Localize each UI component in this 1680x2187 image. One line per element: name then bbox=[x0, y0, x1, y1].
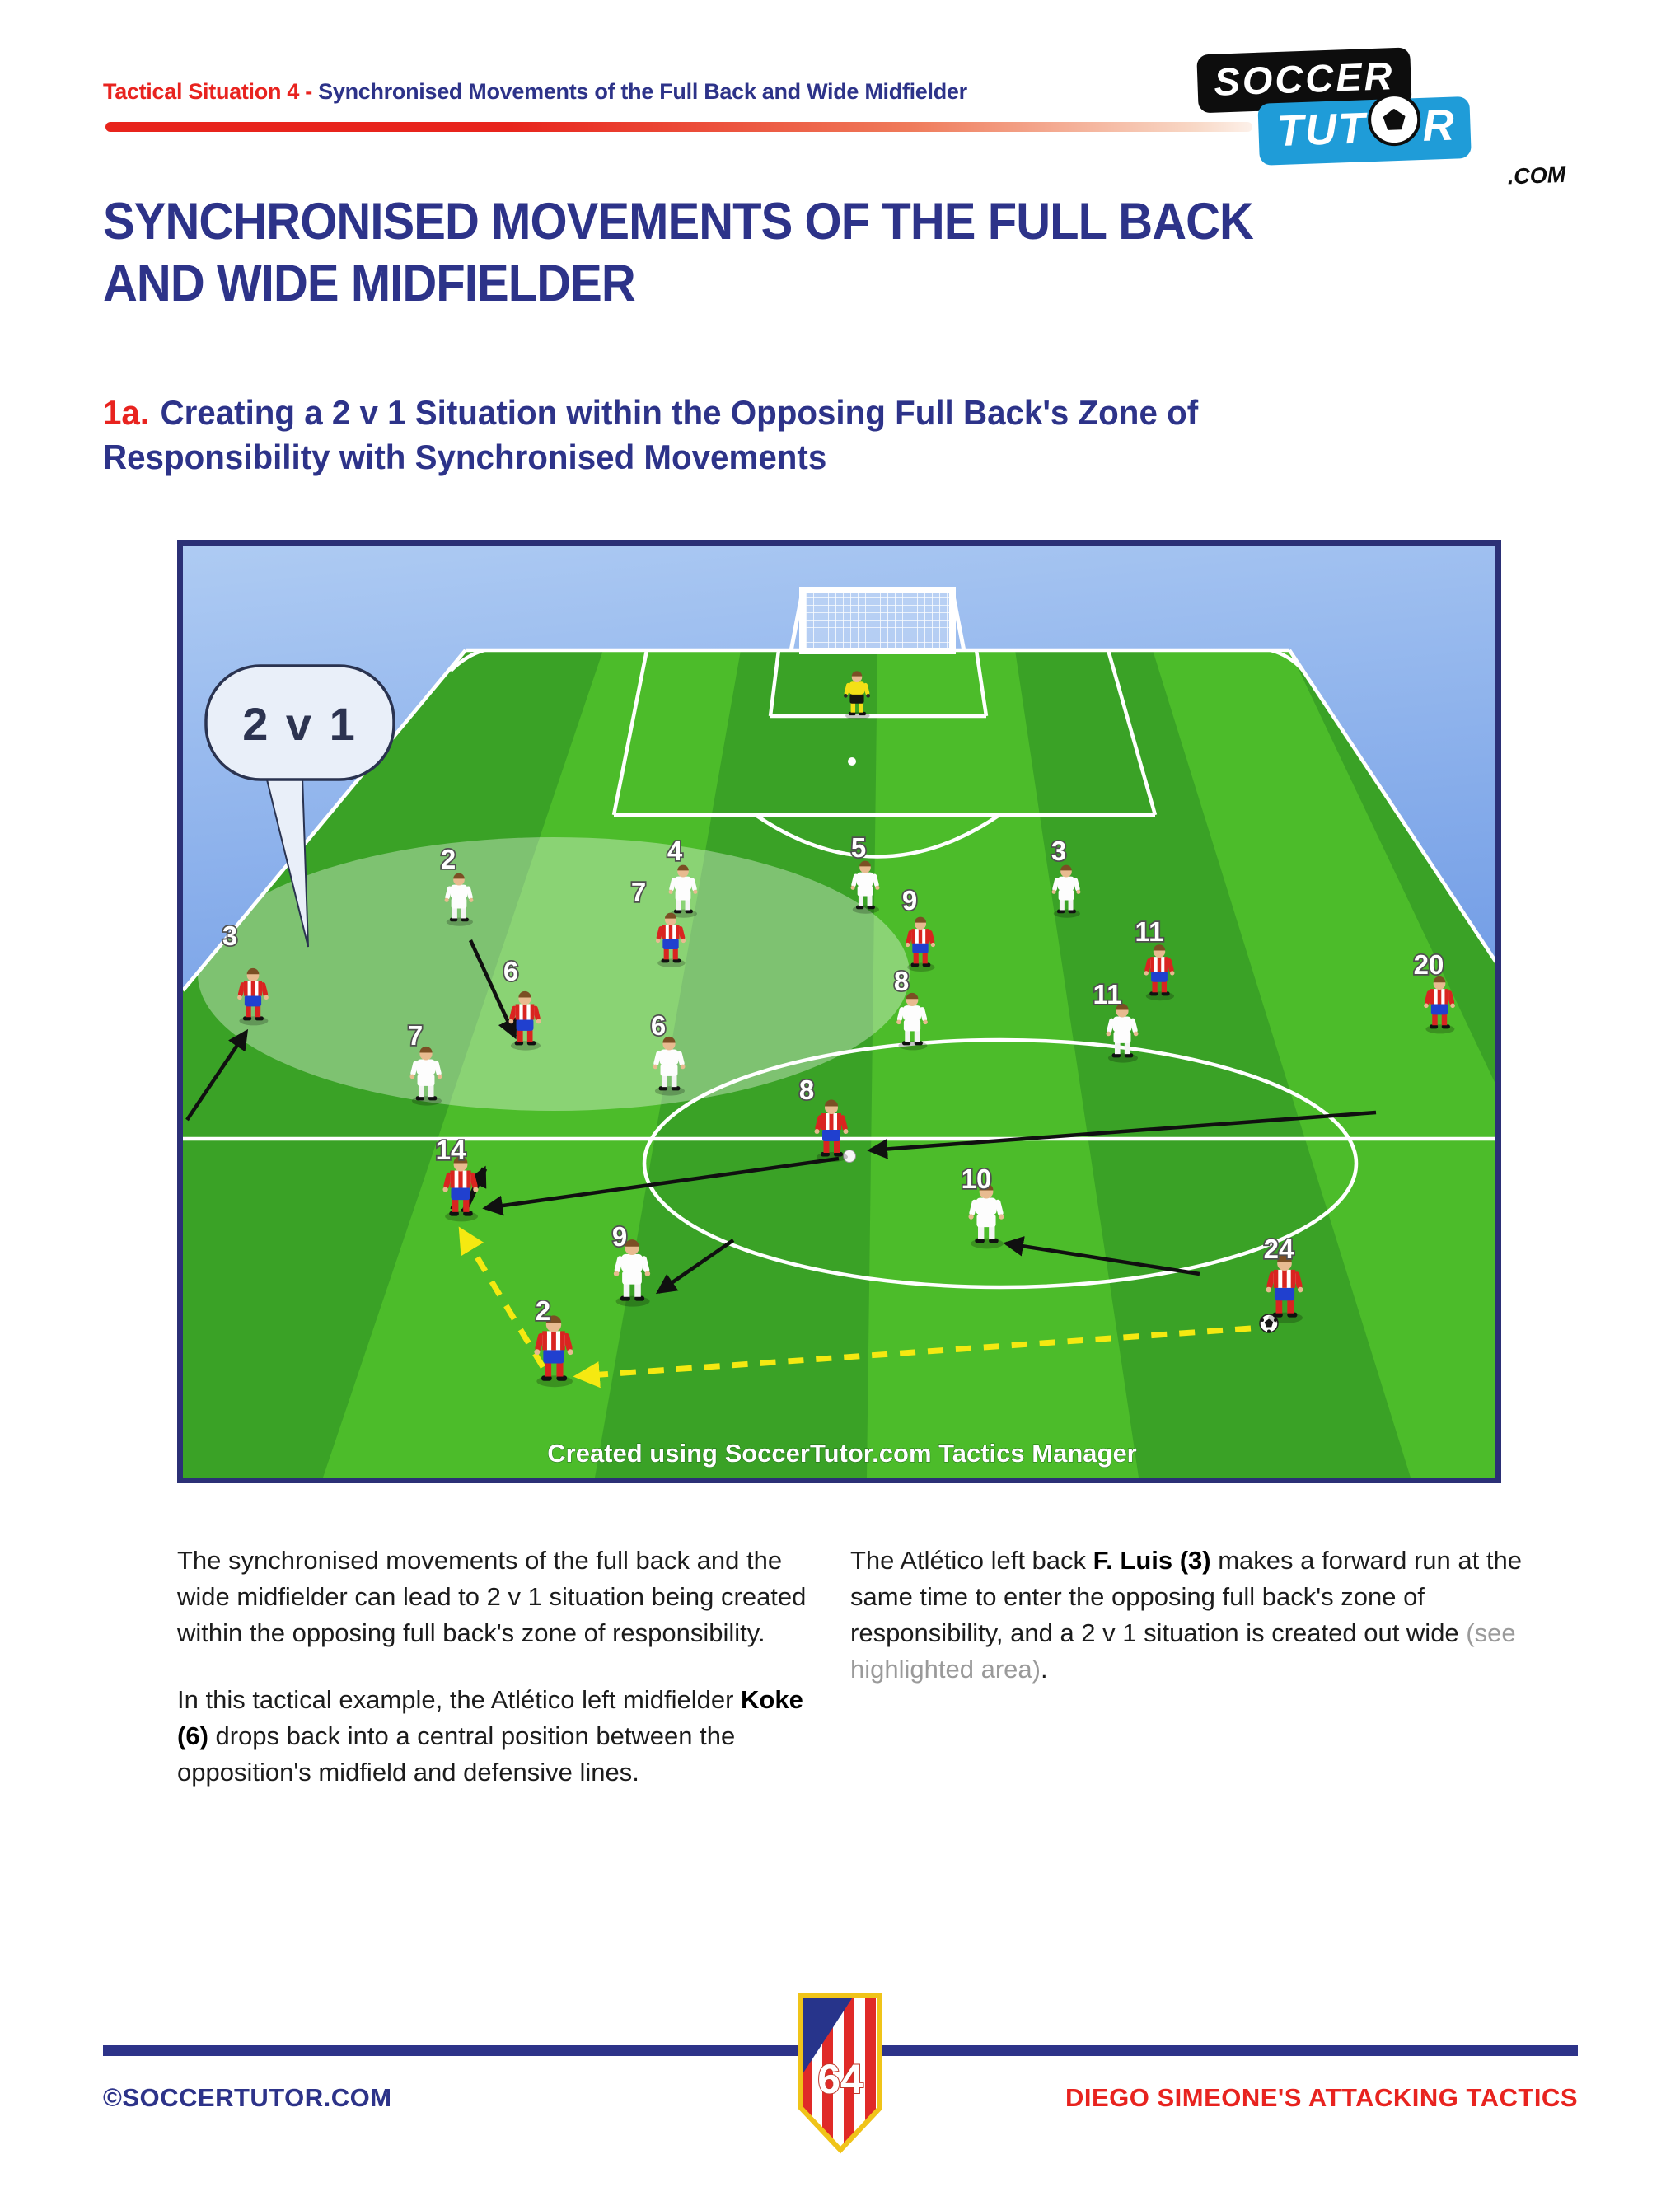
p3-text2: makes a forward run at the same time to … bbox=[850, 1546, 1522, 1647]
number-red-6: 6 bbox=[503, 956, 518, 986]
breadcrumb: Tactical Situation 4 - Synchronised Move… bbox=[103, 79, 967, 105]
2v1-callout: 2 v 1 bbox=[204, 664, 395, 948]
number-red-8: 8 bbox=[799, 1075, 814, 1105]
koke-drop-arrow bbox=[468, 939, 517, 1040]
text-column-left: The synchronised movements of the full b… bbox=[177, 1543, 813, 1791]
number-white-2: 2 bbox=[441, 844, 456, 874]
corner-arc-right bbox=[1270, 648, 1304, 672]
p3-period: . bbox=[1040, 1655, 1048, 1684]
p2-text: In this tactical example, the Atlético l… bbox=[177, 1685, 742, 1714]
page-number: 64 bbox=[817, 2056, 863, 2102]
player-numbers: 2 4 5 3 7 9 3 6 7 6 8 11 11 20 8 10 14 9… bbox=[221, 831, 1445, 1328]
number-white-3: 3 bbox=[1051, 836, 1066, 866]
kicker-chapter: Tactical Situation 4 - bbox=[103, 79, 319, 104]
number-red-14: 14 bbox=[436, 1135, 466, 1165]
number-white-5: 5 bbox=[851, 832, 866, 863]
pitch-svg: 2 v 1 bbox=[183, 546, 1495, 1478]
centre-circle bbox=[642, 1037, 1359, 1290]
footer-book-title: DIEGO SIMEONE'S ATTACKING TACTICS bbox=[1065, 2083, 1578, 2112]
logo-tutor-chip: TUT R bbox=[1257, 91, 1472, 166]
logo-r: R bbox=[1421, 101, 1457, 151]
pass-arrow-24-to-2 bbox=[573, 1325, 1252, 1389]
number-red-24: 24 bbox=[1264, 1234, 1294, 1264]
highlighted-zone bbox=[198, 837, 910, 1111]
paragraph-3: The Atlético left back F. Luis (3) makes… bbox=[850, 1543, 1522, 1688]
subtitle-line1: 1a. Creating a 2 v 1 Situation within the… bbox=[103, 391, 1487, 435]
logo-tut: TUT bbox=[1275, 104, 1368, 157]
section-subtitle: 1a. Creating a 2 v 1 Situation within the… bbox=[103, 391, 1487, 480]
p3-fluis: F. Luis (3) bbox=[1093, 1546, 1211, 1575]
number-white-6: 6 bbox=[651, 1010, 666, 1041]
tactics-diagram: 2 v 1 bbox=[177, 540, 1501, 1483]
page-title-line1: SYNCHRONISED MOVEMENTS OF THE FULL BACK bbox=[103, 193, 1254, 251]
goal bbox=[789, 587, 966, 654]
p2-koke: Koke (6) bbox=[177, 1685, 803, 1750]
p3-text: The Atlético left back bbox=[850, 1546, 1093, 1575]
number-red-9: 9 bbox=[902, 885, 917, 916]
number-red-20: 20 bbox=[1414, 949, 1444, 980]
soccer-ball-icon bbox=[1367, 91, 1422, 147]
fluis-run-arrow bbox=[185, 1028, 249, 1122]
number-white-4: 4 bbox=[667, 836, 683, 866]
paragraph-1: The synchronised movements of the full b… bbox=[177, 1546, 807, 1647]
callout-label: 2 v 1 bbox=[242, 698, 358, 750]
subtitle-text1: Creating a 2 v 1 Situation within the Op… bbox=[160, 393, 1199, 432]
penalty-arc bbox=[754, 813, 1001, 859]
text-column-right: The Atlético left back F. Luis (3) makes… bbox=[850, 1543, 1522, 1688]
penalty-spot bbox=[848, 757, 856, 766]
run-arrow-to-ball bbox=[867, 1110, 1377, 1159]
logo-dotcom: .COM bbox=[1507, 162, 1566, 190]
subtitle-line2: Responsibility with Synchronised Movemen… bbox=[103, 438, 827, 476]
pitch-grass bbox=[183, 650, 1495, 1478]
header-divider bbox=[105, 122, 1252, 132]
number-red-7: 7 bbox=[631, 877, 646, 907]
number-white-10: 10 bbox=[962, 1164, 992, 1194]
number-red-3: 3 bbox=[222, 920, 237, 951]
p3-note: (see highlighted area) bbox=[850, 1618, 1516, 1684]
number-white-11: 11 bbox=[1093, 979, 1122, 1009]
corner-arc-left bbox=[449, 648, 485, 672]
paragraph-2: In this tactical example, the Atlético l… bbox=[177, 1682, 813, 1791]
page-title: SYNCHRONISED MOVEMENTS OF THE FULL BACK … bbox=[103, 191, 1467, 315]
number-white-9: 9 bbox=[612, 1221, 627, 1252]
number-red-11: 11 bbox=[1135, 916, 1164, 947]
number-white-8: 8 bbox=[894, 966, 909, 996]
page-number-badge: 64 bbox=[798, 1993, 883, 2154]
callout-bubble bbox=[204, 664, 395, 781]
run-arrow-to-10 bbox=[1003, 1236, 1200, 1276]
run-arrow-to-14 bbox=[482, 1156, 840, 1216]
p2-text2: drops back into a central position betwe… bbox=[177, 1721, 736, 1787]
subtitle-number: 1a. bbox=[103, 393, 150, 432]
diagram-caption: Created using SoccerTutor.com Tactics Ma… bbox=[547, 1439, 1137, 1468]
number-white-7: 7 bbox=[408, 1020, 423, 1051]
footer-copyright: ©SOCCERTUTOR.COM bbox=[103, 2083, 392, 2112]
number-red-2: 2 bbox=[536, 1295, 550, 1326]
run-arrow-to-9 bbox=[655, 1239, 735, 1295]
page-title-line2: AND WIDE MIDFIELDER bbox=[103, 255, 636, 312]
kicker-topic: Synchronised Movements of the Full Back … bbox=[318, 79, 967, 104]
